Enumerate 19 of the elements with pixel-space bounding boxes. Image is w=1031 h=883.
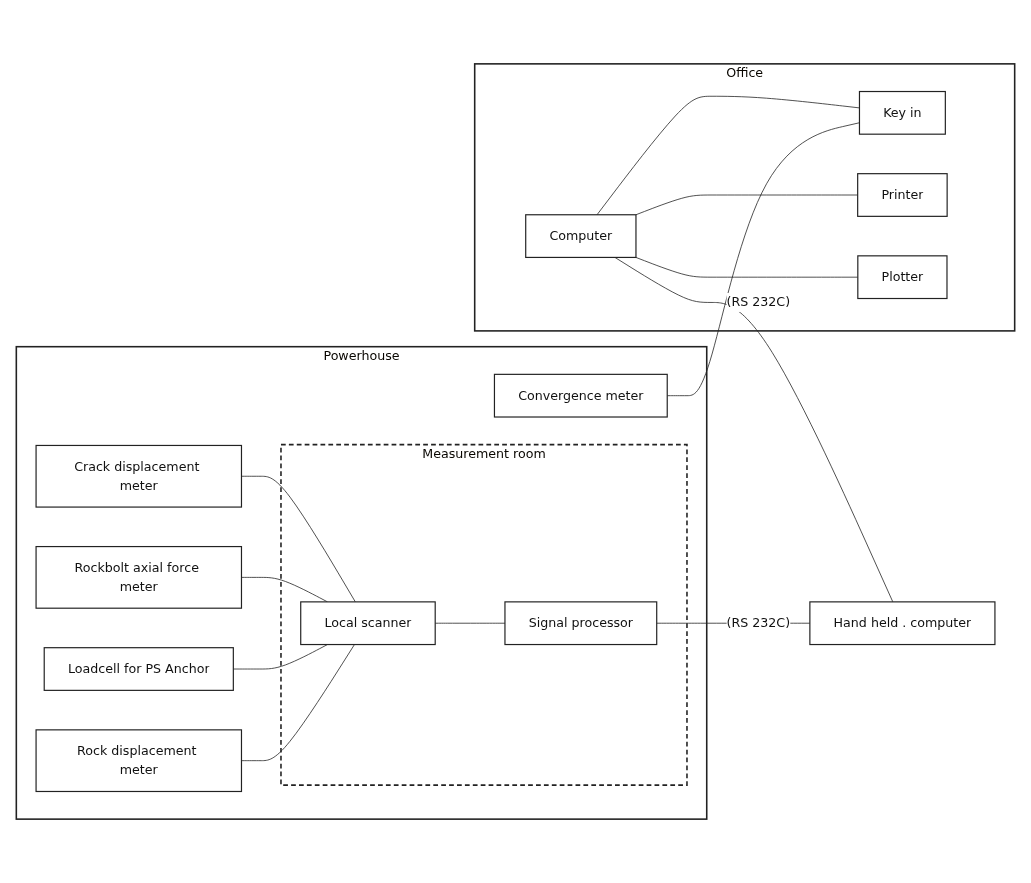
node-box: Computer [525,214,637,258]
edge-label: (RS 232C) [726,294,791,310]
node-box: Rock displacement meter [35,729,243,793]
node-box: Printer [857,173,948,217]
node-box: Key in [858,90,946,135]
connector [614,257,894,603]
node-box: Plotter [857,255,948,300]
node-box: Hand held . computer [809,601,996,646]
connector [596,95,860,216]
node-box: Signal processor [504,601,658,646]
node-box: Convergence meter [493,373,668,418]
connector [241,644,355,762]
node-box: Crack displacement meter [35,444,243,508]
connector [241,577,328,603]
edge-label: (RS 232C) [726,615,791,631]
node-box: Rockbolt axial force meter [35,545,243,609]
node-box: Local scanner [300,601,436,646]
connector [241,475,356,603]
node-box: Loadcell for PS Anchor [43,647,234,691]
